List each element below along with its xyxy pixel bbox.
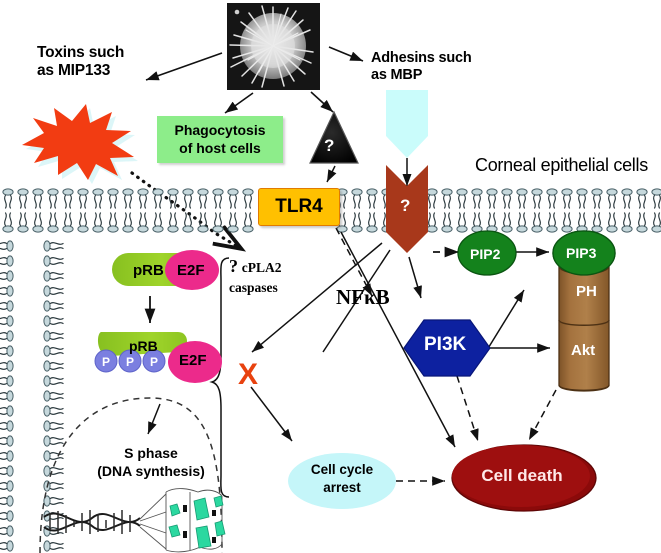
ph-akt-cylinder — [558, 257, 610, 392]
arrow-e2f-to-s-phase — [147, 403, 161, 435]
tlr4-label: TLR4 — [275, 196, 323, 217]
nuclear-envelope — [39, 397, 223, 553]
corneal-epithelial-cells-label: Corneal epithelial cells — [475, 155, 648, 175]
cpla2-question-mark: ? — [229, 256, 238, 276]
plasma-membrane-left — [0, 240, 65, 552]
pi3k-node — [403, 319, 491, 377]
cell-death-label: Cell death — [481, 466, 563, 485]
arrow-amoeba-to-toxins — [145, 52, 223, 81]
cpla2-caspases-label: ? cPLA2 caspases — [229, 254, 282, 299]
e2f-label-complex: E2F — [177, 262, 205, 279]
nfkb-label: NFκB — [336, 285, 390, 309]
adhesins-label: Adhesins such as MBP — [371, 50, 472, 83]
toxins-starburst — [22, 104, 138, 184]
unknown-receptor — [386, 165, 428, 253]
pip2-node — [457, 230, 517, 276]
caspases-text: caspases — [229, 280, 278, 296]
arrow-x-to-arrest — [250, 386, 293, 442]
e2f-label-free: E2F — [179, 352, 207, 369]
arrow-receptor-to-x — [251, 242, 383, 353]
tlr4-receptor[interactable]: TLR4 — [258, 188, 340, 226]
mbp-adhesin-arrow — [386, 90, 428, 158]
phospho-label-2: P — [126, 355, 135, 369]
pi3k-label: PI3K — [424, 334, 467, 355]
e2f-free — [168, 341, 222, 383]
phospho-label-3: P — [150, 355, 159, 369]
arrow-triangle-to-tlr4 — [326, 165, 337, 183]
arrow-receptor-to-pi3k — [408, 256, 422, 299]
arrow-toxins-to-cpla2 — [130, 171, 240, 248]
line-receptor-to-left — [322, 249, 391, 353]
curly-bracket — [209, 257, 230, 498]
unknown-receptor-question-mark: ? — [400, 196, 411, 215]
cell-cycle-arrest-label: Cell cycle arrest — [310, 462, 374, 495]
phagocytosis-box[interactable]: Phagocytosis of host cells — [157, 116, 283, 163]
cell-death-node — [451, 444, 597, 512]
prb-label-phosphorylated: pRB — [129, 338, 158, 354]
phospho-label-1: P — [102, 355, 111, 369]
amoeba-micrograph — [227, 3, 320, 90]
dna-helix — [43, 488, 226, 553]
toxins-label: Toxins such as MIP133 — [37, 44, 125, 79]
akt-label: Akt — [571, 342, 596, 359]
prb-e2f-complex — [112, 250, 219, 290]
arrow-tlr4-to-cell-death — [340, 231, 456, 448]
ph-domain-label: PH — [576, 283, 597, 300]
cpla2-text: cPLA2 — [241, 260, 282, 275]
arrow-pi3k-to-pip3 — [486, 289, 525, 351]
inhibition-x-mark: X — [238, 358, 259, 391]
prb-phosphorylated — [94, 332, 187, 373]
arrow-amoeba-to-adhesins — [328, 46, 364, 62]
arrow-akt-to-death — [528, 389, 557, 441]
unknown-triangle — [309, 110, 359, 164]
arrow-pi3k-to-death — [456, 375, 479, 442]
pip3-label: PIP3 — [566, 245, 597, 261]
s-phase-label: S phase (DNA synthesis) — [97, 445, 205, 480]
cell-cycle-arrest-node — [288, 453, 396, 509]
prb-label-complex: pRB — [133, 262, 164, 279]
arrow-amoeba-to-triangle — [310, 91, 334, 113]
unknown-triangle-question-mark: ? — [324, 136, 335, 155]
pip3-cap — [552, 230, 616, 276]
phagocytosis-label: Phagocytosis of host cells — [174, 122, 266, 156]
arrow-tlr4-to-nfkb — [335, 227, 373, 297]
pip2-label: PIP2 — [470, 246, 501, 262]
arrow-amoeba-to-phagocytosis — [224, 92, 254, 114]
